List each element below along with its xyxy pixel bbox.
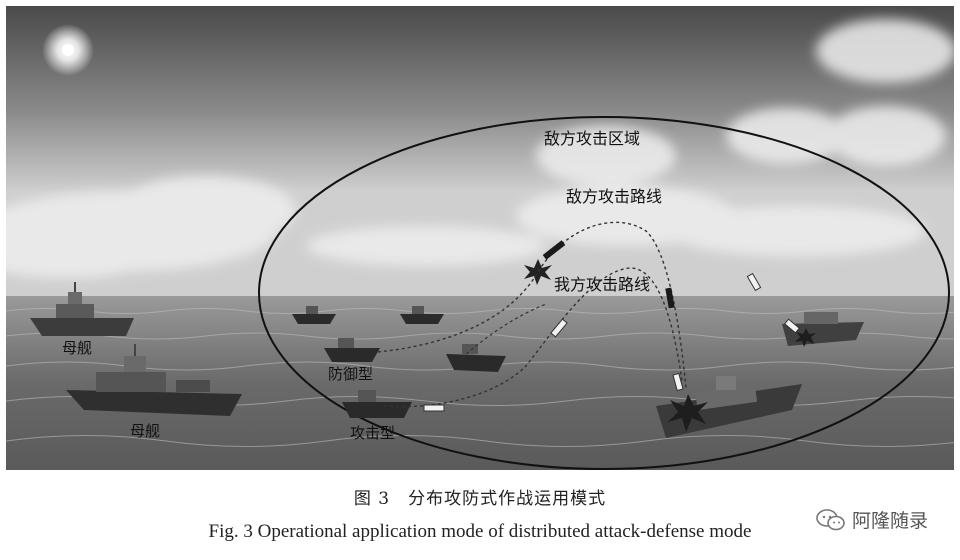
enemy-attack-route bbox=[377, 221, 687, 389]
label-defense-type: 防御型 bbox=[328, 365, 373, 383]
attack-boat bbox=[342, 390, 412, 418]
defense-boat bbox=[324, 338, 380, 362]
enemy-attack-zone-ellipse bbox=[258, 116, 950, 470]
missile-our-3 bbox=[672, 372, 684, 392]
watermark-text: 阿隆随录 bbox=[851, 510, 928, 532]
missile-right bbox=[746, 272, 762, 292]
enemy-ship-2 bbox=[656, 376, 802, 438]
watermark: 阿隆随录 bbox=[816, 506, 928, 533]
label-our-route: 我方攻击路线 bbox=[554, 275, 650, 294]
clouds bbox=[6, 19, 954, 278]
missile-enemy bbox=[542, 240, 566, 260]
missile-our-2 bbox=[665, 287, 675, 309]
missile-right-2 bbox=[784, 318, 800, 334]
diagram-scene: 敌方攻击区域 敌方攻击路线 我方攻击路线 母舰 母舰 防御型 攻击型 bbox=[6, 6, 954, 470]
boat-1 bbox=[292, 306, 336, 324]
label-enemy-route: 敌方攻击路线 bbox=[566, 187, 662, 206]
missile-our-1 bbox=[550, 318, 568, 338]
figure-caption-english: Fig. 3 Operational application mode of d… bbox=[208, 521, 752, 542]
label-mothership-1: 母舰 bbox=[62, 339, 92, 357]
figure-caption-chinese: 图 3 分布攻防式作战运用模式 bbox=[353, 489, 607, 509]
label-enemy-zone: 敌方攻击区域 bbox=[544, 129, 640, 148]
explosion-small bbox=[795, 328, 816, 347]
wechat-icon bbox=[816, 508, 845, 530]
explosion-midair bbox=[524, 259, 552, 285]
explosion-on-enemy-ship bbox=[668, 394, 708, 432]
label-mothership-2: 母舰 bbox=[130, 422, 160, 440]
mothership-ship-2 bbox=[66, 344, 242, 416]
label-attack-type: 攻击型 bbox=[350, 424, 395, 442]
defense-route bbox=[461, 303, 547, 359]
mothership-ship-1 bbox=[30, 282, 134, 336]
boat-2 bbox=[400, 306, 444, 324]
boat-3 bbox=[446, 344, 506, 372]
missile-attack bbox=[423, 404, 445, 412]
